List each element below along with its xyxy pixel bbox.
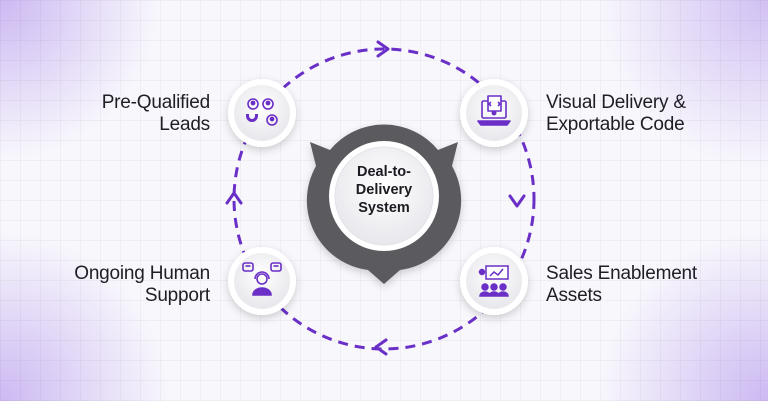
center-title: Deal-to- Delivery System bbox=[334, 163, 434, 217]
label-line: Leads bbox=[159, 114, 210, 135]
label-ongoing-support: Ongoing Human Support bbox=[20, 263, 210, 307]
arrow-right-icon bbox=[508, 194, 526, 208]
cycle-path bbox=[232, 47, 536, 351]
label-line: Ongoing Human bbox=[74, 263, 210, 284]
label-line: Exportable Code bbox=[546, 114, 685, 135]
laptop-code-icon bbox=[477, 95, 511, 126]
label-visual-delivery: Visual Delivery & Exportable Code bbox=[546, 92, 746, 136]
label-line: Pre-Qualified bbox=[101, 92, 210, 113]
center-title-line3: System bbox=[358, 200, 410, 216]
label-line: Visual Delivery & bbox=[546, 92, 686, 113]
arrow-top-icon bbox=[376, 40, 390, 58]
label-pre-qualified-leads: Pre-Qualified Leads bbox=[40, 92, 210, 136]
center-title-line1: Deal-to- bbox=[357, 164, 411, 180]
label-line: Sales Enablement bbox=[546, 263, 698, 284]
magnet-people-icon bbox=[246, 98, 278, 126]
center-hub bbox=[306, 124, 462, 284]
label-sales-enablement: Sales Enablement Assets bbox=[546, 263, 746, 307]
center-title-line2: Delivery bbox=[355, 182, 413, 198]
arrow-left-icon bbox=[225, 191, 243, 205]
node-bottom-left bbox=[228, 247, 296, 315]
support-agent-icon bbox=[242, 262, 282, 296]
node-top-left bbox=[228, 79, 296, 147]
label-line: Support bbox=[144, 285, 210, 306]
label-line: Assets bbox=[546, 285, 602, 306]
presentation-team-icon bbox=[478, 265, 509, 297]
arrow-bottom-icon bbox=[374, 338, 388, 356]
node-bottom-right bbox=[460, 247, 528, 315]
